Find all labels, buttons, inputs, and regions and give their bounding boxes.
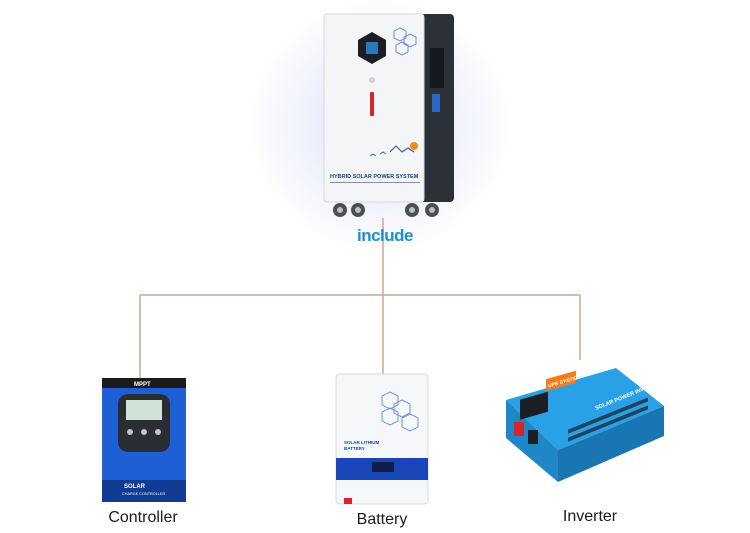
- inverter-label: Inverter: [562, 508, 618, 525]
- battery-device: SOLAR LITHIUM BATTERY: [335, 373, 429, 505]
- inverter-device: UPS SYSTEM SOLAR POWER INVERTER: [506, 368, 664, 482]
- controller-label: Controller: [108, 509, 178, 526]
- battery-sub-text: BATTERY: [344, 446, 365, 451]
- charge-controller-device: MPPT SOLAR CHARGE CONTROLLER: [102, 378, 186, 502]
- controller-top-text: MPPT: [134, 382, 151, 388]
- battery-label: Battery: [356, 511, 408, 528]
- include-label: include: [356, 226, 414, 245]
- battery-product-text: SOLAR LITHIUM: [344, 440, 379, 445]
- controller-sub-text: CHARGE CONTROLLER: [122, 492, 166, 496]
- main-unit-brand-text: HYBRID SOLAR POWER SYSTEM: [330, 174, 419, 180]
- hybrid-solar-system-unit: HYBRID SOLAR POWER SYSTEM: [323, 13, 454, 217]
- controller-product-text: SOLAR: [124, 484, 146, 490]
